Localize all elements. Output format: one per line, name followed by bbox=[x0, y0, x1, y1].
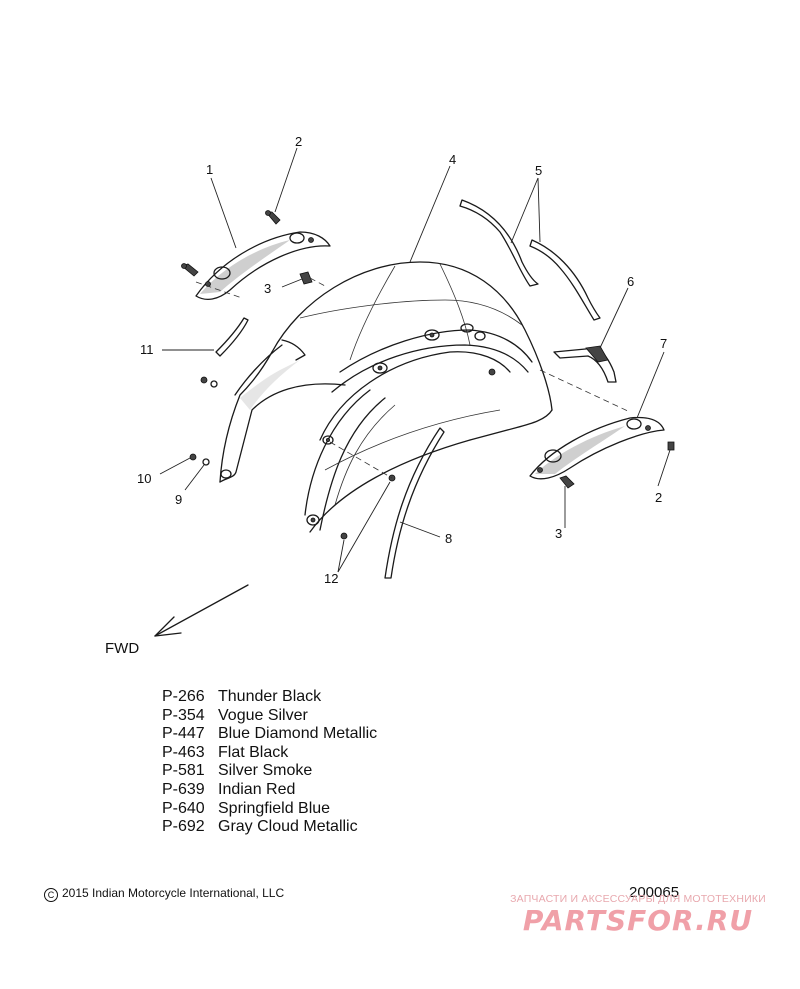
callout-8: 8 bbox=[445, 531, 452, 546]
callout-3-bottom: 3 bbox=[555, 526, 562, 541]
callout-12: 12 bbox=[324, 571, 338, 586]
paint-code: P-640 bbox=[162, 799, 205, 817]
paint-code: P-463 bbox=[162, 743, 205, 761]
copyright-notice: C 2015 Indian Motorcycle International, L… bbox=[44, 886, 284, 902]
callout-1: 1 bbox=[206, 162, 213, 177]
paint-name: Blue Diamond Metallic bbox=[218, 725, 378, 743]
paint-code: P-639 bbox=[162, 780, 205, 798]
rail-part-1 bbox=[195, 231, 331, 301]
paint-color-item: P-354 Vogue Silver bbox=[162, 707, 377, 726]
callout-9: 9 bbox=[175, 492, 182, 507]
rail-part-7 bbox=[529, 416, 665, 480]
diagram-id: 200065 bbox=[629, 884, 680, 901]
paint-code: P-266 bbox=[162, 688, 205, 705]
paint-name: Thunder Black bbox=[218, 688, 322, 705]
trim-part-8 bbox=[384, 427, 445, 579]
paint-name: Flat Black bbox=[218, 743, 289, 761]
leader-lines bbox=[159, 147, 671, 573]
callout-6: 6 bbox=[627, 274, 634, 289]
paint-name: Vogue Silver bbox=[218, 706, 308, 724]
paint-color-item: P-266 Thunder Black bbox=[162, 688, 377, 707]
paint-name: Silver Smoke bbox=[218, 762, 313, 780]
copyright-symbol-icon: C bbox=[44, 888, 58, 902]
paint-color-item: P-447 Blue Diamond Metallic bbox=[162, 725, 377, 744]
fasteners bbox=[181, 210, 675, 540]
paint-name: Springfield Blue bbox=[218, 799, 331, 817]
forward-direction-arrow bbox=[154, 584, 249, 637]
copyright-text: 2015 Indian Motorcycle International, LL… bbox=[62, 886, 285, 900]
bracket-part-6 bbox=[553, 345, 617, 383]
callout-3-top: 3 bbox=[264, 281, 271, 296]
paint-color-item: P-463 Flat Black bbox=[162, 744, 377, 763]
rear-fender-part-4 bbox=[219, 261, 553, 533]
callout-2-bottom: 2 bbox=[655, 490, 662, 505]
paint-name: Gray Cloud Metallic bbox=[218, 818, 358, 836]
callout-2-top: 2 bbox=[295, 134, 302, 149]
callout-7: 7 bbox=[660, 336, 667, 351]
paint-color-item: P-640 Springfield Blue bbox=[162, 800, 377, 819]
watermark-tagline: ЗАПЧАСТИ И АКСЕССУАРЫ ДЛЯ МОТОТЕХНИКИ bbox=[510, 893, 766, 905]
callout-5: 5 bbox=[535, 163, 542, 178]
callout-numbers: 1 2 3 4 5 6 7 2 3 11 10 9 8 12 FWD bbox=[105, 134, 667, 657]
paint-code: P-581 bbox=[162, 762, 205, 780]
callout-10: 10 bbox=[137, 471, 151, 486]
paint-code: P-354 bbox=[162, 706, 205, 724]
fwd-label: FWD bbox=[105, 640, 139, 657]
watermark-logo: PARTSFOR.RU bbox=[522, 904, 754, 937]
paint-color-item: P-692 Gray Cloud Metallic bbox=[162, 818, 377, 837]
paint-color-item: P-639 Indian Red bbox=[162, 781, 377, 800]
callout-4: 4 bbox=[449, 152, 456, 167]
watermark: ЗАПЧАСТИ И АКСЕССУАРЫ ДЛЯ МОТОТЕХНИКИ PA… bbox=[488, 893, 788, 937]
paint-color-item: P-581 Silver Smoke bbox=[162, 762, 377, 781]
trim-strips-part-5 bbox=[459, 199, 601, 321]
paint-name: Indian Red bbox=[218, 780, 296, 798]
paint-code: P-447 bbox=[162, 725, 205, 743]
paint-code: P-692 bbox=[162, 818, 205, 836]
callout-11: 11 bbox=[140, 342, 154, 357]
strip-part-11 bbox=[215, 317, 249, 357]
